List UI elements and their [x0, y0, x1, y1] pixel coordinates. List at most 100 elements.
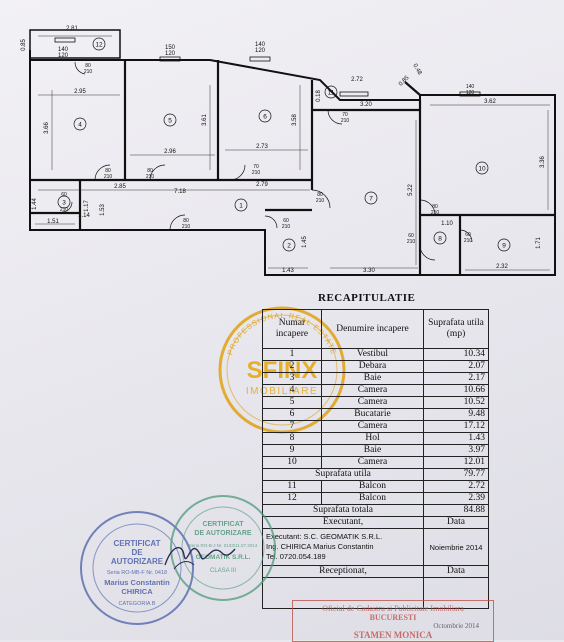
authorization-stamp-2: CERTIFICAT DE AUTORIZARE Seria RO-B-J Nr…: [170, 495, 276, 601]
win-dim-140: 140: [466, 84, 475, 90]
door-dim-80c: 80: [147, 168, 153, 174]
total-value: 84.88: [423, 504, 489, 517]
dim-140b: 140: [255, 42, 266, 48]
dim-151: 1.51: [47, 219, 59, 225]
receptionat-date-space: [423, 577, 489, 609]
executant-info: Executant: S.C. GEOMATIK S.R.L. Ing. CHI…: [262, 528, 424, 566]
ocpi-date: Octombrie 2014: [433, 622, 479, 630]
recap-cell-area: 2.07: [423, 360, 489, 373]
recap-cell-area: 10.66: [423, 384, 489, 397]
recap-cell-name: Hol: [321, 432, 424, 445]
data-label: Data: [423, 516, 489, 529]
recap-title: RECAPITULATIE: [318, 292, 416, 304]
balcony-cell-nr: 11: [262, 480, 322, 493]
useful-value: 79.77: [423, 468, 489, 481]
door-dim-210a: 210: [84, 69, 93, 75]
recap-cell-area: 10.34: [423, 348, 489, 361]
recap-cell-area: 10.52: [423, 396, 489, 409]
stamp1-line7: CATEGORIA B: [119, 601, 156, 607]
dim-048: 0.48: [411, 63, 422, 77]
recap-cell-area: 3.97: [423, 444, 489, 457]
recap-cell-name: Vestibul: [321, 348, 424, 361]
dim-295: 2.95: [74, 89, 86, 95]
dim-085: 0.85: [21, 39, 27, 51]
ocpi-name: STAMEN MONICA: [353, 630, 433, 640]
door-dim-60d: 60: [408, 233, 414, 239]
data-label-2: Data: [423, 565, 489, 578]
dim-336: 3.36: [540, 156, 546, 168]
stamp2-line2: DE AUTORIZARE: [194, 530, 252, 537]
dim-358: 3.58: [292, 114, 298, 126]
door-dim-210e: 210: [60, 207, 69, 213]
recap-cell-name: Bucatarie: [321, 408, 424, 421]
dim-320: 3.20: [360, 102, 372, 108]
recap-cell-area: 9.48: [423, 408, 489, 421]
header-name: Denumire incapere: [321, 309, 424, 349]
recap-cell-nr: 8: [262, 432, 322, 445]
dim-232: 2.32: [496, 264, 508, 270]
door-dim-210l: 210: [407, 239, 416, 245]
stamp1-line5: Marius Constantin: [104, 578, 170, 587]
room-9-label: 9: [502, 243, 506, 250]
header-area: Suprafata utila (mp): [423, 309, 489, 349]
executant-line-1: Executant: S.C. GEOMATIK S.R.L.: [266, 532, 383, 541]
receptionat-label: Receptionat,: [262, 565, 424, 578]
stamp1-line2: DE: [131, 548, 143, 557]
recap-cell-nr: 7: [262, 420, 322, 433]
dim-366: 3.66: [44, 122, 50, 134]
door-dim-80b: 80: [105, 168, 111, 174]
dim-522: 5.22: [408, 184, 414, 196]
recap-cell-area: 12.01: [423, 456, 489, 469]
executant-label: Executant,: [262, 516, 424, 529]
win-dim-120: 120: [466, 90, 475, 96]
room-12-label: 12: [95, 42, 103, 49]
stamp1-line1: CERTIFICAT: [114, 539, 161, 548]
door-dim-60c: 60: [465, 232, 471, 238]
stamp2-line5: CLASA III: [210, 568, 236, 574]
balcony-cell-area: 2.39: [423, 492, 489, 505]
recap-cell-name: Baie: [321, 444, 424, 457]
door-dim-210c: 210: [104, 174, 113, 180]
dim-296: 2.96: [164, 149, 176, 155]
door-dim-210k: 210: [431, 210, 440, 216]
dim-120c: 120: [255, 48, 266, 54]
room-5-label: 5: [168, 118, 172, 125]
recap-cell-nr: 5: [262, 396, 322, 409]
executant-date: Noiembrie 2014: [423, 528, 489, 566]
recap-cell-name: Camera: [321, 420, 424, 433]
useful-label: Suprafata utila: [262, 468, 424, 481]
recap-cell-nr: 10: [262, 456, 322, 469]
recap-cell-area: 2.17: [423, 372, 489, 385]
stamp1-line4: Seria RO-MB-F Nr. 0418: [107, 570, 167, 576]
stamp2-line3: Seria RO-B-J Nr. 0133/11.07.2014: [189, 543, 258, 548]
balcony-cell-name: Balcon: [321, 480, 424, 493]
dim-114: 1.14: [78, 213, 90, 219]
dim-140a: 140: [58, 47, 69, 53]
recap-cell-name: Camera: [321, 384, 424, 397]
dim-143: 1.43: [282, 268, 294, 274]
dim-272: 2.72: [351, 77, 363, 83]
executant-line-2: Ing. CHIRICA Marius Constantin: [266, 542, 374, 551]
total-label: Suprafata totala: [262, 504, 424, 517]
dim-018: 0.18: [316, 90, 322, 102]
room-6-label: 6: [263, 114, 267, 121]
dim-361: 3.61: [202, 114, 208, 126]
door-dim-80e: 80: [317, 192, 323, 198]
door-dim-210f: 210: [282, 224, 291, 230]
stamp2-line1: CERTIFICAT: [202, 521, 244, 528]
dim-120a: 120: [58, 53, 69, 59]
dim-285: 2.85: [114, 184, 126, 190]
ocpi-line2: BUCURESTI: [369, 613, 417, 622]
door-dim-210b: 210: [341, 118, 350, 124]
balcony-cell-area: 2.72: [423, 480, 489, 493]
dim-279: 2.79: [256, 182, 268, 188]
